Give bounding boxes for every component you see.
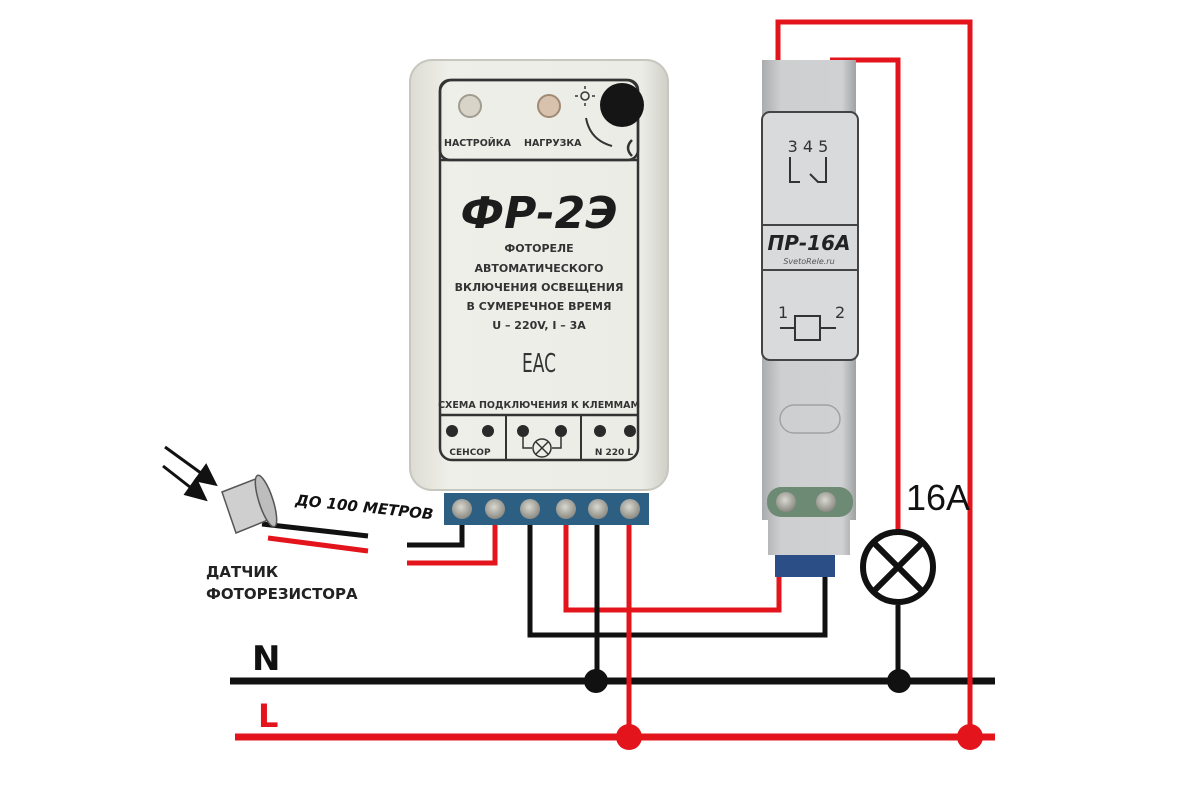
- photo-relay-device: НАСТРОЙКА НАГРУЗКА ФР-2Э ФОТОРЕЛЕ АВТОМА…: [409, 59, 669, 525]
- lamp-rating-label: 16A: [906, 477, 970, 518]
- terminals-title: СХЕМА ПОДКЛЮЧЕНИЯ К КЛЕММАМ: [438, 400, 640, 411]
- photoresistor-sensor: [221, 474, 278, 534]
- live-label: L: [258, 697, 278, 735]
- coil-screw-right[interactable]: [816, 492, 836, 512]
- light-rays-icon: [162, 445, 218, 502]
- description-line: ФОТОРЕЛЕ: [504, 242, 573, 255]
- relay-model-title: ФР-2Э: [460, 188, 617, 239]
- wire-lamp-neutral: [527, 525, 828, 638]
- junction-live-contactor: [957, 724, 983, 750]
- coil-label-left: 1: [778, 303, 788, 322]
- coil-label-right: 2: [835, 303, 845, 322]
- lamp-icon: [860, 529, 936, 605]
- junction-neutral-relay: [584, 669, 608, 693]
- contactor-model-title: ПР-16А: [767, 231, 850, 255]
- terminal-screws[interactable]: [452, 499, 640, 519]
- description-line: В СУМЕРЕЧНОЕ ВРЕМЯ: [467, 300, 612, 313]
- wire-contact-3: [775, 19, 973, 737]
- setup-led: [458, 94, 482, 118]
- wire-sensor-black: [407, 520, 465, 548]
- adjust-arrow-icon: [585, 117, 613, 147]
- contactor-device: 3 4 5 ПР-16А SvetoRele.ru 1 2: [761, 60, 859, 577]
- wire-sensor-red-near: [267, 535, 369, 554]
- setup-led-label: НАСТРОЙКА: [444, 137, 512, 149]
- eac-mark: EAC: [522, 349, 556, 379]
- terminal-markers: [446, 425, 636, 437]
- terminal-sensor-label: СЕНСОР: [449, 448, 491, 458]
- terminal-block: [444, 493, 649, 525]
- sensor-name-line2: ФОТОРЕЗИСТОРА: [206, 585, 358, 603]
- description-line: ВКЛЮЧЕНИЯ ОСВЕЩЕНИЯ: [455, 281, 624, 294]
- moon-icon: [626, 139, 633, 157]
- cable-length-label: ДО 100 МЕТРОВ: [294, 491, 435, 523]
- sensitivity-knob[interactable]: [600, 83, 644, 127]
- mains-lines: [230, 677, 995, 741]
- terminal-power-label: N 220 L: [595, 448, 634, 458]
- contactor-website: SvetoRele.ru: [783, 257, 834, 266]
- coil-symbol: [780, 315, 836, 341]
- sensor-name-line1: ДАТЧИК: [206, 563, 279, 581]
- description-line: U – 220V, I – 3A: [492, 319, 586, 332]
- load-led: [537, 94, 561, 118]
- contacts-label: 3 4 5: [788, 137, 829, 156]
- neutral-label: N: [252, 639, 280, 679]
- wire-sensor-red: [407, 520, 498, 566]
- coil-screw-left[interactable]: [776, 492, 796, 512]
- junction-neutral-lamp: [887, 669, 911, 693]
- contacts-symbol: [789, 157, 827, 183]
- sun-icon: [575, 86, 595, 106]
- terminal-lamp-symbol: [522, 437, 562, 458]
- description-line: АВТОМАТИЧЕСКОГО: [474, 262, 603, 275]
- relay-description: ФОТОРЕЛЕ АВТОМАТИЧЕСКОГО ВКЛЮЧЕНИЯ ОСВЕЩ…: [455, 242, 624, 332]
- wire-lamp-live: [563, 525, 782, 613]
- junction-live-relay: [616, 724, 642, 750]
- load-led-label: НАГРУЗКА: [524, 138, 582, 149]
- relay-wires: [261, 520, 828, 737]
- wire-sensor-black-near: [261, 521, 369, 539]
